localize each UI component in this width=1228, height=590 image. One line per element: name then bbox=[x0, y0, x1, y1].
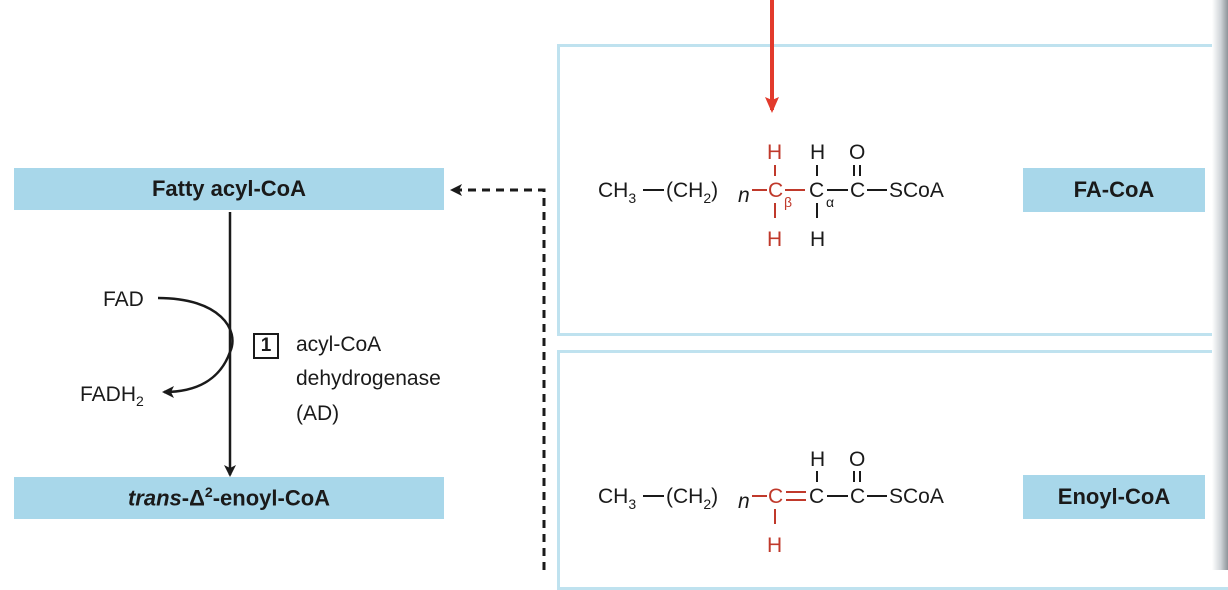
cofactor-fadh2-sub: 2 bbox=[136, 393, 144, 410]
en-alpha-h: H bbox=[810, 448, 825, 471]
fa-alpha-h-bottom: H bbox=[810, 228, 825, 251]
cofactor-fadh2-main: FADH bbox=[80, 383, 137, 406]
fa-beta-c: C bbox=[768, 179, 783, 202]
fa-alpha-symbol: α bbox=[826, 194, 834, 210]
step-number: 1 bbox=[260, 335, 272, 356]
en-ch3: CH3 bbox=[598, 485, 636, 512]
enzyme-line-1: acyl-CoA bbox=[296, 333, 382, 356]
fa-carbonyl-o: O bbox=[849, 141, 865, 164]
fa-alpha-h-top: H bbox=[810, 141, 825, 164]
substrate-label: Fatty acyl-CoA bbox=[14, 168, 444, 210]
fa-coa-tag: FA-CoA bbox=[1023, 168, 1205, 212]
en-alpha-c: C bbox=[809, 485, 824, 508]
en-beta-c: C bbox=[768, 485, 783, 508]
en-n: n bbox=[738, 490, 750, 513]
en-carbonyl-o: O bbox=[849, 448, 865, 471]
fa-beta-h-bottom: H bbox=[767, 228, 782, 251]
product-label: trans-Δ2-enoyl-CoA bbox=[14, 477, 444, 519]
enoyl-coa-tag-text: Enoyl-CoA bbox=[1057, 484, 1171, 509]
fa-ch3: CH3 bbox=[598, 179, 636, 206]
dashed-connector bbox=[450, 184, 546, 570]
step-number-box: 1 bbox=[253, 333, 279, 359]
product-sup: 2 bbox=[204, 484, 213, 501]
fa-coa-tag-text: FA-CoA bbox=[1073, 177, 1155, 202]
product-prefix: trans bbox=[127, 485, 182, 511]
fa-n: n bbox=[738, 184, 750, 207]
cofactor-fad: FAD bbox=[103, 288, 144, 311]
cofactor-curve-arrow bbox=[157, 296, 234, 398]
cofactor-fadh2: FADH2 bbox=[80, 383, 144, 409]
fa-coa-panel bbox=[557, 44, 1228, 336]
fa-coa-structure: CH3 (CH2) n C H H β C H H α C O SCoA bbox=[598, 141, 944, 251]
product-label-text: trans-Δ2-enoyl-CoA bbox=[128, 484, 330, 511]
en-carbonyl-c: C bbox=[850, 485, 865, 508]
enoyl-coa-tag: Enoyl-CoA bbox=[1023, 475, 1205, 519]
fa-scoa: SCoA bbox=[889, 179, 944, 202]
en-ch2: (CH2) bbox=[666, 485, 718, 512]
fa-beta-symbol: β bbox=[784, 194, 792, 210]
page-edge-shadow bbox=[1212, 0, 1228, 570]
fa-ch2: (CH2) bbox=[666, 179, 718, 206]
product-delta: -Δ bbox=[181, 485, 205, 511]
product-suffix: -enoyl-CoA bbox=[212, 485, 331, 511]
enoyl-coa-structure: CH3 (CH2) n C H C H C O SCoA bbox=[598, 448, 944, 557]
enzyme-line-2: dehydrogenase bbox=[296, 367, 441, 390]
enzyme-line-3: (AD) bbox=[296, 402, 340, 425]
substrate-label-text: Fatty acyl-CoA bbox=[151, 176, 307, 201]
en-beta-h: H bbox=[767, 534, 782, 557]
diagram-drawing: CH3 (CH2) n C H H β C H H α C O SCoA CH3… bbox=[157, 0, 944, 570]
fa-carbonyl-c: C bbox=[850, 179, 865, 202]
fa-beta-h-top: H bbox=[767, 141, 782, 164]
en-scoa: SCoA bbox=[889, 485, 944, 508]
fa-alpha-c: C bbox=[809, 179, 824, 202]
